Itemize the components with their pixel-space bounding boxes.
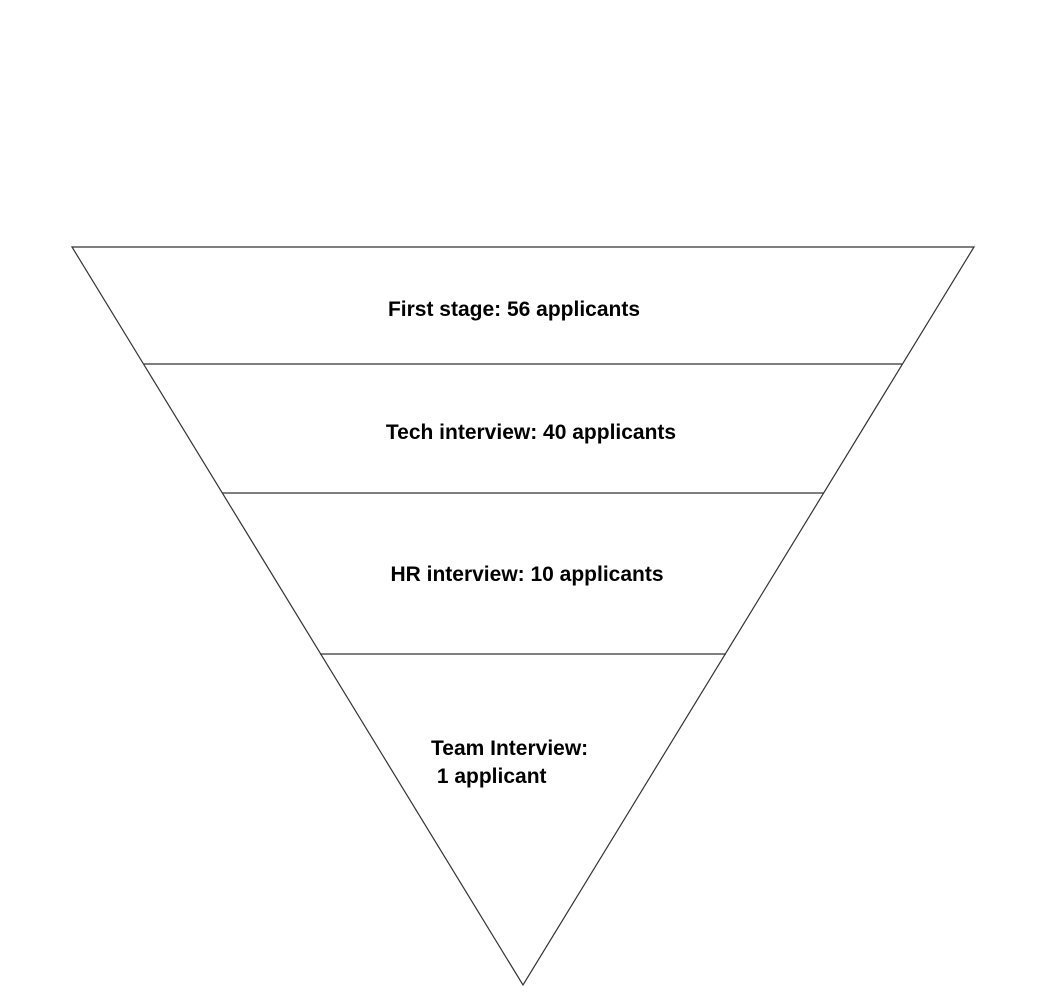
stage-label-team-interview: Team Interview: 1 applicant <box>431 737 617 788</box>
stage-label-line: Team Interview: <box>431 737 588 760</box>
stage-label-line: 1 applicant <box>431 765 547 788</box>
stage-label-hr-interview: HR interview: 10 applicants <box>390 563 663 586</box>
funnel-outline <box>70 246 976 987</box>
stage-label-line: HR interview: 10 applicants <box>390 563 663 586</box>
stage-label-first-stage: First stage: 56 applicants <box>388 298 640 321</box>
stage-label-line: Tech interview: 40 applicants <box>386 421 676 444</box>
stage-label-tech-interview: Tech interview: 40 applicants <box>386 421 676 444</box>
stage-label-line: First stage: 56 applicants <box>388 298 640 321</box>
